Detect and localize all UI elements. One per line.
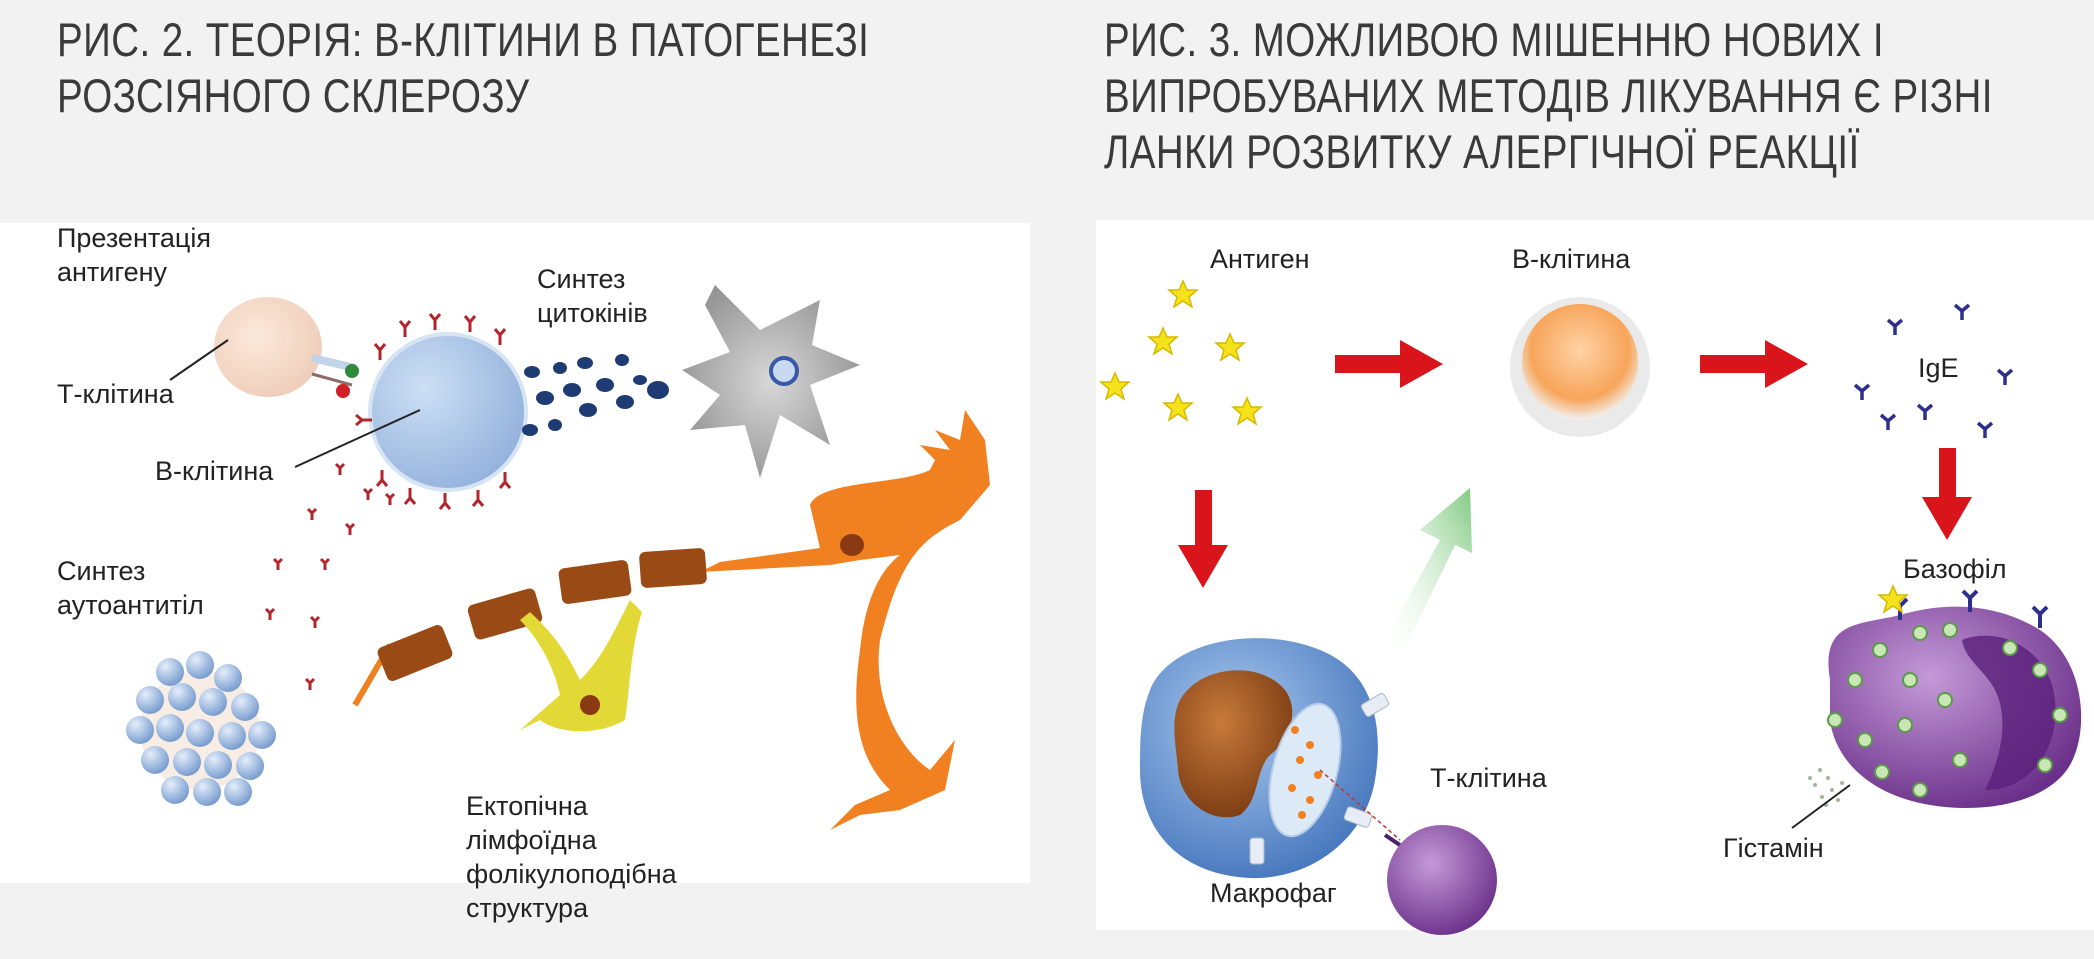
arrow-antigen-to-macrophage (1178, 490, 1228, 588)
figure-3-title-line3: ЛАНКИ РОЗВИТКУ АЛЕРГІЧНОЇ РЕАКЦІЇ (1104, 125, 1860, 178)
figure-3-title: РИС. 3. МОЖЛИВОЮ МІШЕННЮ НОВИХ І ВИПРОБУ… (1104, 12, 2088, 180)
label-t-cell-fig3: Т-клітина (1430, 763, 1548, 793)
astrocyte-nucleus (580, 695, 600, 715)
macrophage-nucleus (1174, 670, 1293, 818)
antigen-stars (1099, 279, 1263, 426)
basophil-bound-antigen (1877, 584, 1909, 614)
t-cell-sphere (1387, 825, 1497, 935)
arrow-macrophage-to-bcell (1385, 488, 1472, 648)
figure-3-title-line1: РИС. 3. МОЖЛИВОЮ МІШЕННЮ НОВИХ І (1104, 13, 1884, 66)
microglia-nucleus (769, 356, 799, 386)
label-b-cell: В-клітина (155, 456, 274, 486)
label-autoantibody-synthesis-l2: аутоантитіл (57, 590, 204, 620)
basophil-granules (1827, 622, 2068, 798)
label-ectopic-l2: лімфоїдна (466, 825, 598, 855)
label-ige: IgE (1918, 353, 1959, 383)
label-cytokine-synthesis-l1: Синтез (537, 264, 625, 294)
label-ectopic-l3: фолікулоподібна (466, 859, 678, 889)
astrocyte-shape (520, 600, 642, 732)
label-basophil: Базофіл (1903, 554, 2007, 584)
label-histamine: Гістамін (1723, 833, 1824, 863)
figure-3-title-line2: ВИПРОБУВАНИХ МЕТОДІВ ЛІКУВАННЯ Є РІЗНІ (1104, 69, 1993, 122)
t-cell-leader (169, 339, 229, 381)
presentation-path (1319, 769, 1401, 841)
figure-2-title-line1: РИС. 2. ТЕОРІЯ: В-КЛІТИНИ В ПАТОГЕНЕЗІ (57, 13, 870, 66)
arrow-bcell-to-ige (1700, 340, 1808, 388)
ige-antibodies (1853, 303, 2014, 438)
label-ectopic-l1: Ектопічна (466, 791, 589, 821)
b-cell-shape (368, 332, 528, 492)
neuron-nucleus (840, 534, 864, 556)
figure-3-diagram: Антиген В-клітина IgE Базофіл Т-клітина … (1099, 244, 2082, 935)
t-cell-shape (214, 297, 322, 397)
lymphoid-follicle (126, 651, 276, 806)
histamine-leader (1791, 784, 1851, 829)
label-autoantibody-synthesis-l1: Синтез (57, 556, 145, 586)
label-ectopic-structure: Ектопічна лімфоїдна фолікулоподібна стру… (466, 791, 684, 923)
label-macrophage: Макрофаг (1210, 878, 1337, 908)
receptor-complex (311, 354, 359, 398)
label-ectopic-l4: структура (466, 893, 589, 923)
label-antigen-presentation-l2: антигену (57, 257, 168, 287)
macrophage-receptors (1249, 693, 1390, 865)
label-autoantibody-synthesis: Синтез аутоантитіл (57, 556, 204, 620)
arrow-antigen-to-bcell (1335, 340, 1443, 388)
arrow-ige-to-basophil (1922, 448, 1972, 540)
figure-2-diagram: Презентація антигену Т-клітина В-клітина… (57, 223, 990, 923)
cytokines (522, 354, 669, 436)
b-cell-leader (294, 409, 421, 468)
microglia-cell (682, 285, 860, 478)
red-arrows (1178, 340, 1972, 588)
macrophage-vacuole (1268, 702, 1342, 838)
neuron-shape (700, 410, 990, 830)
label-b-cell-fig3: В-клітина (1512, 244, 1631, 274)
figure-2-title-line2: РОЗСІЯНОГО СКЛЕРОЗУ (57, 69, 530, 122)
figure-2-title: РИС. 2. ТЕОРІЯ: В-КЛІТИНИ В ПАТОГЕНЕЗІ Р… (57, 12, 893, 124)
label-antigen-presentation-l1: Презентація (57, 223, 211, 253)
label-t-cell: Т-клітина (57, 379, 175, 409)
histamine-dots (1808, 768, 1844, 807)
label-antigen: Антиген (1210, 244, 1310, 274)
b-cell-antibodies (355, 313, 512, 510)
basophil-nucleus (1962, 635, 2056, 790)
label-cytokine-synthesis: Синтез цитокінів (537, 264, 648, 328)
autoantibodies (264, 462, 396, 690)
vacuole-particles (1288, 726, 1322, 819)
label-cytokine-synthesis-l2: цитокінів (537, 298, 648, 328)
b-cell-core (1522, 304, 1638, 420)
myelin-segments (377, 548, 707, 681)
label-antigen-presentation: Презентація антигену (57, 223, 219, 287)
